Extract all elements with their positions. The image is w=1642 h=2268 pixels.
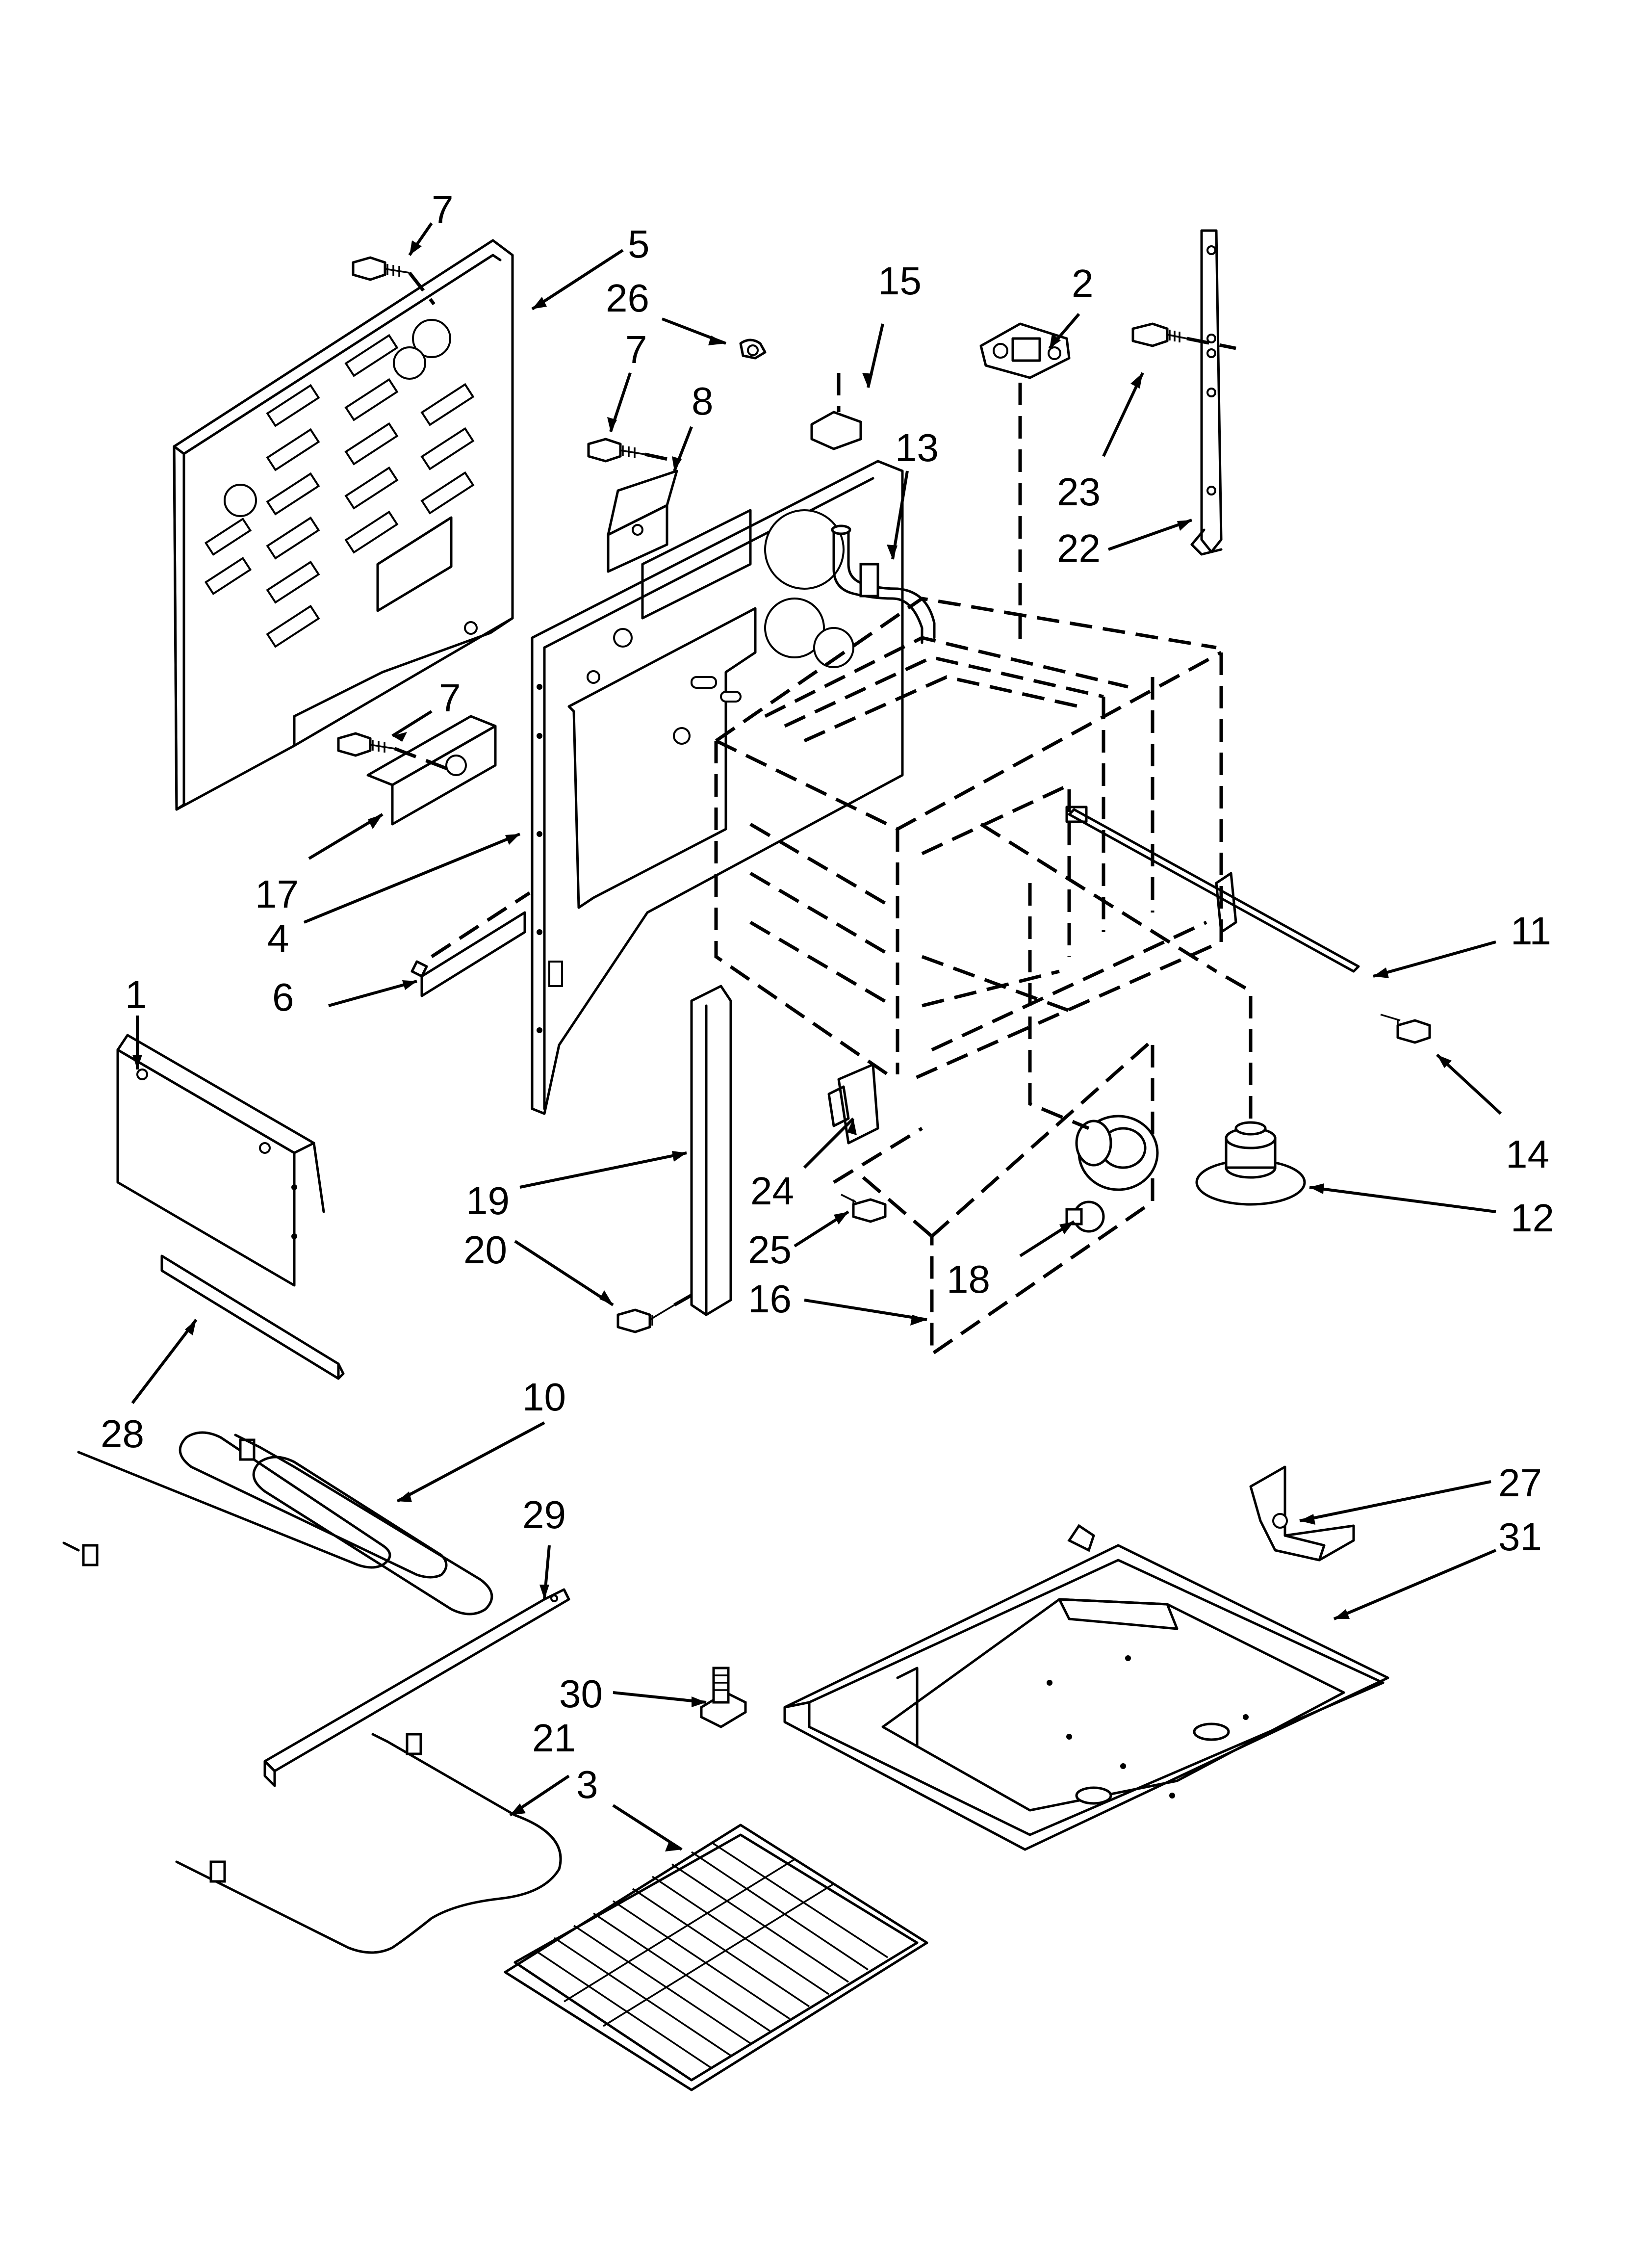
callout-2: 2 — [1072, 261, 1094, 305]
callout-8: 8 — [692, 379, 714, 423]
panel-part-1 — [116, 1034, 325, 1287]
vent-tube-part-13 — [831, 524, 936, 644]
screw-part-23 — [1131, 322, 1236, 350]
divider-panel-part-4 — [531, 460, 904, 1115]
channel-part-19 — [690, 985, 732, 1316]
callout-20: 20 — [463, 1228, 507, 1272]
callout-16: 16 — [748, 1277, 792, 1321]
screw-part-7-lower — [337, 732, 452, 772]
callout-19: 19 — [466, 1179, 510, 1223]
bracket-part-22 — [1190, 229, 1223, 556]
callout-7-middle: 7 — [625, 328, 647, 371]
bake-element-part-21 — [175, 1733, 562, 1954]
thermal-fuse-part-26 — [739, 339, 767, 360]
callout-12: 12 — [1511, 1196, 1554, 1240]
latch-part-24 — [827, 1063, 879, 1145]
callout-6: 6 — [272, 975, 294, 1019]
screw-part-7-top — [352, 256, 436, 306]
oven-rack-part-3 — [504, 1824, 928, 2091]
callout-27: 27 — [1498, 1461, 1542, 1505]
strip-part-29 — [263, 1588, 570, 1787]
screw-part-20 — [616, 1293, 693, 1333]
broil-element-part-10 — [62, 1431, 493, 1616]
callout-7-top: 7 — [432, 188, 454, 232]
callout-24: 24 — [750, 1169, 794, 1213]
callout-15: 15 — [878, 259, 922, 303]
callout-21: 21 — [532, 1716, 576, 1760]
callout-1: 1 — [125, 973, 147, 1017]
screw-part-14 — [1380, 1014, 1431, 1044]
region-part-16 — [833, 1036, 1155, 1357]
callout-25: 25 — [748, 1228, 792, 1272]
callout-31: 31 — [1498, 1515, 1542, 1559]
leader-arrowheads — [132, 240, 1452, 1851]
leveling-leg-part-30 — [700, 1667, 747, 1728]
callout-17: 17 — [255, 872, 299, 916]
bracket-part-27 — [1249, 1465, 1355, 1562]
callout-22: 22 — [1057, 526, 1101, 570]
fan-collar-part-12 — [1195, 969, 1306, 1206]
callout-13: 13 — [895, 426, 939, 469]
bottom-tray-part-31 — [783, 1524, 1389, 1851]
oven-cavity-dashed — [714, 597, 1223, 1081]
callout-28: 28 — [101, 1412, 144, 1456]
callout-23: 23 — [1057, 470, 1101, 514]
callout-14: 14 — [1506, 1132, 1549, 1176]
screw-part-25 — [841, 1194, 887, 1223]
callout-29: 29 — [522, 1493, 566, 1537]
shield-part-6 — [410, 891, 531, 997]
callout-11: 11 — [1511, 909, 1551, 953]
cover-part-17 — [366, 715, 497, 826]
callout-18: 18 — [947, 1257, 990, 1301]
rear-panel-part-5 — [173, 239, 514, 811]
screw-part-7-middle — [587, 438, 677, 463]
callout-5: 5 — [628, 222, 650, 266]
callout-3: 3 — [576, 1763, 598, 1806]
callout-4: 4 — [267, 916, 289, 960]
callout-10: 10 — [522, 1375, 566, 1419]
thermostat-part-2 — [979, 322, 1071, 648]
callout-7-lower: 7 — [439, 676, 461, 720]
leader-lines — [131, 222, 1502, 1851]
callout-30: 30 — [559, 1672, 603, 1716]
sensor-part-11 — [1065, 806, 1360, 973]
fan-motor — [1028, 883, 1159, 1191]
callout-labels: 7 5 26 15 2 7 8 13 23 22 7 17 4 6 11 1 1… — [101, 188, 1554, 1806]
bulb-part-18 — [1065, 1200, 1105, 1233]
callout-26: 26 — [606, 276, 649, 320]
strip-part-28 — [160, 1254, 345, 1380]
gasket-part-15 — [810, 373, 862, 450]
bracket-part-8 — [607, 469, 678, 573]
